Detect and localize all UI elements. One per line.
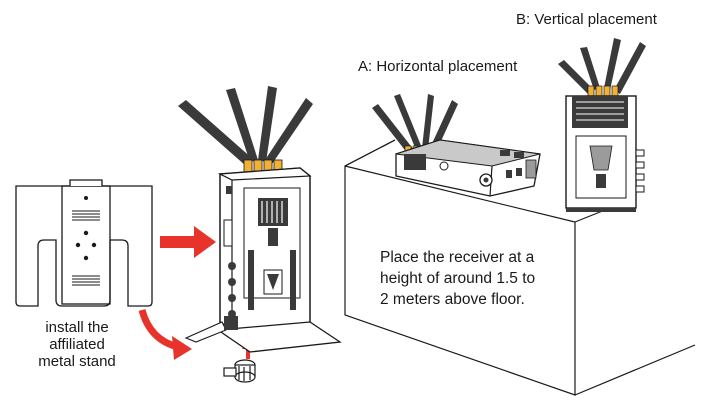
arrow-right <box>160 226 216 258</box>
placement-note: Place the receiver at a height of around… <box>380 247 610 310</box>
install-line-3: metal stand <box>38 353 116 370</box>
thumb-screw <box>223 359 256 383</box>
metal-stand <box>15 179 153 307</box>
install-line-1: install the <box>45 319 109 336</box>
horizontal-placement-label: A: Horizontal placement <box>358 58 518 75</box>
receiver-vertical-small <box>558 38 646 212</box>
install-line-2: affiliated <box>49 336 105 353</box>
note-line-1: Place the receiver at a <box>380 249 535 266</box>
install-stand-caption: install the affiliated metal stand <box>22 319 132 370</box>
receiver-horizontal <box>372 94 541 197</box>
vertical-placement-label: B: Vertical placement <box>516 11 657 28</box>
arrow-curved <box>138 308 192 360</box>
note-line-3: 2 meters above floor. <box>380 291 525 308</box>
receiver-vertical-main <box>178 86 342 353</box>
note-line-2: height of around 1.5 to <box>380 270 536 287</box>
